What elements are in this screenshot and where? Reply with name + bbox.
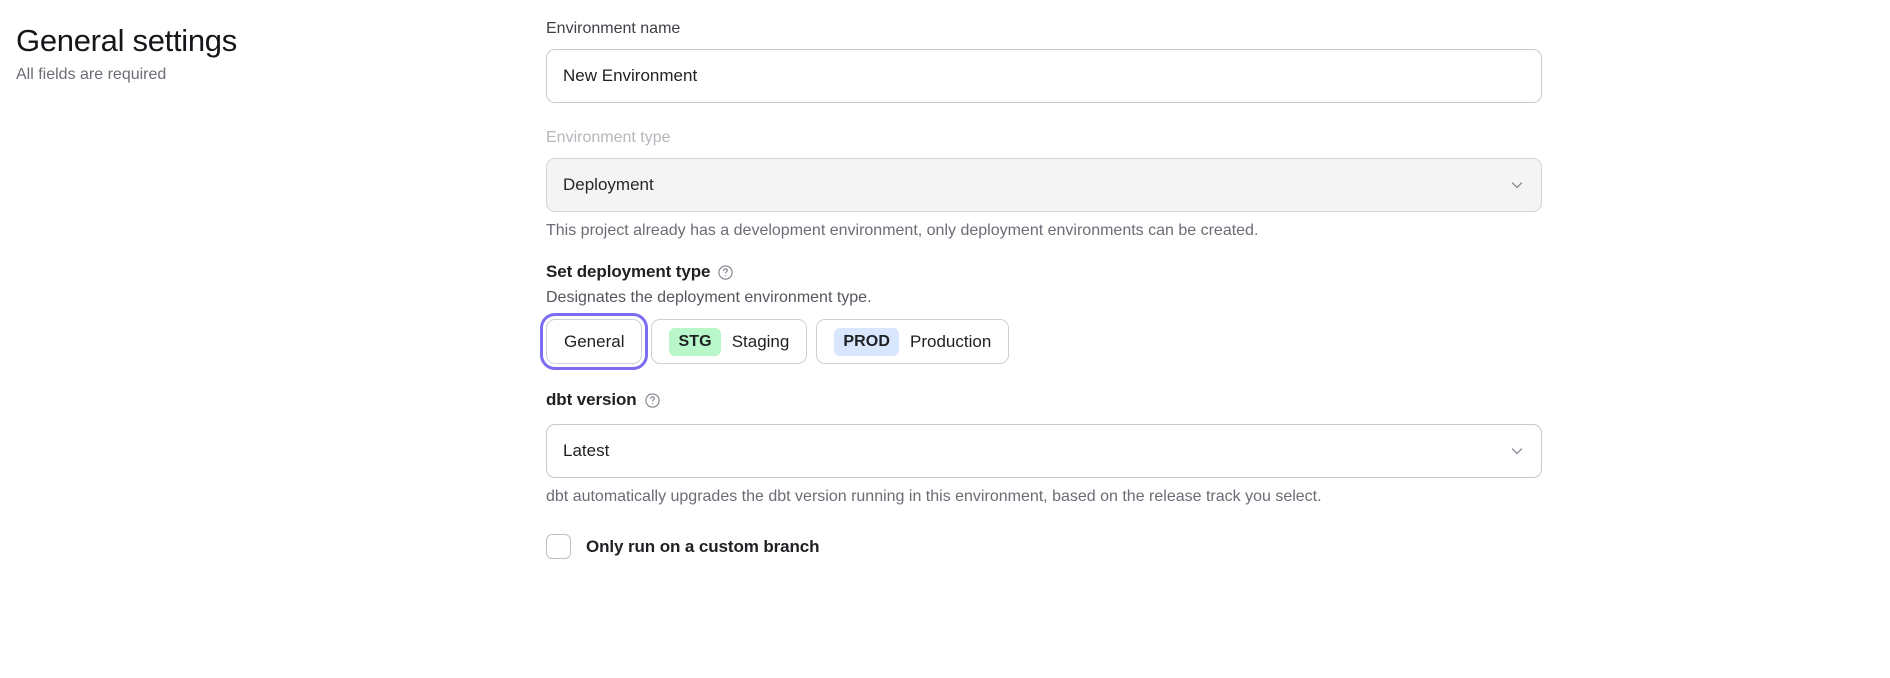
question-circle-icon[interactable] bbox=[644, 392, 661, 409]
chevron-down-icon bbox=[1509, 443, 1525, 459]
deployment-type-label-row: Set deployment type bbox=[546, 260, 1542, 284]
custom-branch-label[interactable]: Only run on a custom branch bbox=[586, 536, 820, 556]
environment-type-select: Deployment bbox=[546, 158, 1542, 212]
deployment-type-option-staging[interactable]: STG Staging bbox=[651, 319, 808, 364]
staging-badge: STG bbox=[669, 327, 721, 356]
deployment-type-description: Designates the deployment environment ty… bbox=[546, 289, 872, 306]
page-subtitle: All fields are required bbox=[16, 66, 167, 83]
question-circle-icon[interactable] bbox=[717, 264, 734, 281]
page-title: General settings bbox=[16, 23, 237, 58]
settings-intro-column: General settings All fields are required bbox=[0, 18, 546, 86]
deployment-type-option-staging-label: Staging bbox=[731, 331, 790, 351]
dbt-version-label-row: dbt version bbox=[546, 388, 1542, 412]
dbt-version-helper-text: dbt automatically upgrades the dbt versi… bbox=[546, 488, 1322, 505]
environment-name-label: Environment name bbox=[546, 20, 681, 37]
deployment-type-option-production-label: Production bbox=[910, 331, 992, 351]
settings-fields-column: Environment name Environment type Deploy… bbox=[539, 18, 1890, 559]
environment-name-input[interactable] bbox=[546, 49, 1542, 103]
deployment-type-option-general-label: General bbox=[564, 331, 625, 351]
dbt-version-label: dbt version bbox=[546, 390, 637, 409]
deployment-type-field: Set deployment type Designates the deplo… bbox=[539, 260, 1542, 370]
environment-type-value: Deployment bbox=[563, 175, 654, 194]
environment-name-field: Environment name bbox=[546, 18, 1542, 103]
production-badge: PROD bbox=[834, 327, 899, 356]
settings-form: General settings All fields are required… bbox=[0, 18, 1890, 559]
deployment-type-option-production[interactable]: PROD Production bbox=[816, 319, 1010, 364]
environment-type-field: Environment type Deployment This project… bbox=[546, 127, 1542, 242]
deployment-type-label: Set deployment type bbox=[546, 262, 711, 281]
deployment-type-option-general[interactable]: General bbox=[539, 313, 649, 370]
environment-type-helper-text: This project already has a development e… bbox=[546, 222, 1259, 239]
dbt-version-field: dbt version Latest bbox=[546, 388, 1542, 508]
custom-branch-row: Only run on a custom branch bbox=[546, 534, 1542, 559]
dbt-version-select[interactable]: Latest bbox=[546, 424, 1542, 478]
environment-type-label: Environment type bbox=[546, 129, 671, 146]
dbt-version-value: Latest bbox=[563, 441, 610, 460]
deployment-type-options: General STG Staging PROD Production bbox=[539, 313, 1542, 370]
chevron-down-icon bbox=[1509, 177, 1525, 193]
custom-branch-checkbox[interactable] bbox=[546, 534, 571, 559]
